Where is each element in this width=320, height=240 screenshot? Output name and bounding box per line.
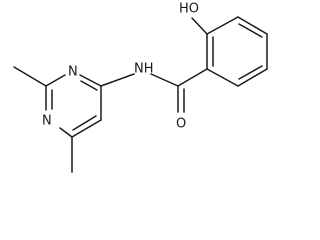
atom-label-nh: NH bbox=[134, 62, 154, 77]
bond-b2-oh bbox=[191, 17, 208, 35]
bond-c2-n3 bbox=[45, 74, 66, 87]
atom-label-n-upper: N bbox=[68, 65, 78, 80]
bond-b5-b6 bbox=[237, 68, 268, 87]
atom-label-carbonyl-o: O bbox=[176, 117, 186, 132]
bond-b5-b6-inner bbox=[238, 65, 263, 80]
bond-c4-nh bbox=[100, 73, 135, 87]
bond-b6-b1 bbox=[206, 68, 239, 87]
bond-c5-c6 bbox=[71, 119, 102, 138]
bond-c5-c6-inner bbox=[72, 115, 97, 131]
atom-label-hydroxyl: HO bbox=[179, 2, 199, 17]
bond-c6-n1 bbox=[59, 127, 73, 138]
bond-b3-b4 bbox=[237, 16, 268, 35]
benzene-ring bbox=[206, 16, 268, 87]
pyrimidine-ring bbox=[45, 74, 102, 138]
atom-label-n-lower: N bbox=[42, 114, 52, 129]
bond-b3-b4-inner bbox=[238, 23, 263, 38]
bond-n3-c4 bbox=[79, 74, 102, 87]
bond-n3-c4-inner bbox=[80, 80, 98, 91]
bond-nh-carbonyl bbox=[150, 73, 179, 87]
methyl-c2-bond bbox=[13, 66, 47, 87]
bond-carbonyl-ring bbox=[177, 68, 208, 87]
bond-b2-b3 bbox=[206, 16, 239, 35]
chemical-structure-diagram: N N NH O HO bbox=[13, 2, 268, 173]
